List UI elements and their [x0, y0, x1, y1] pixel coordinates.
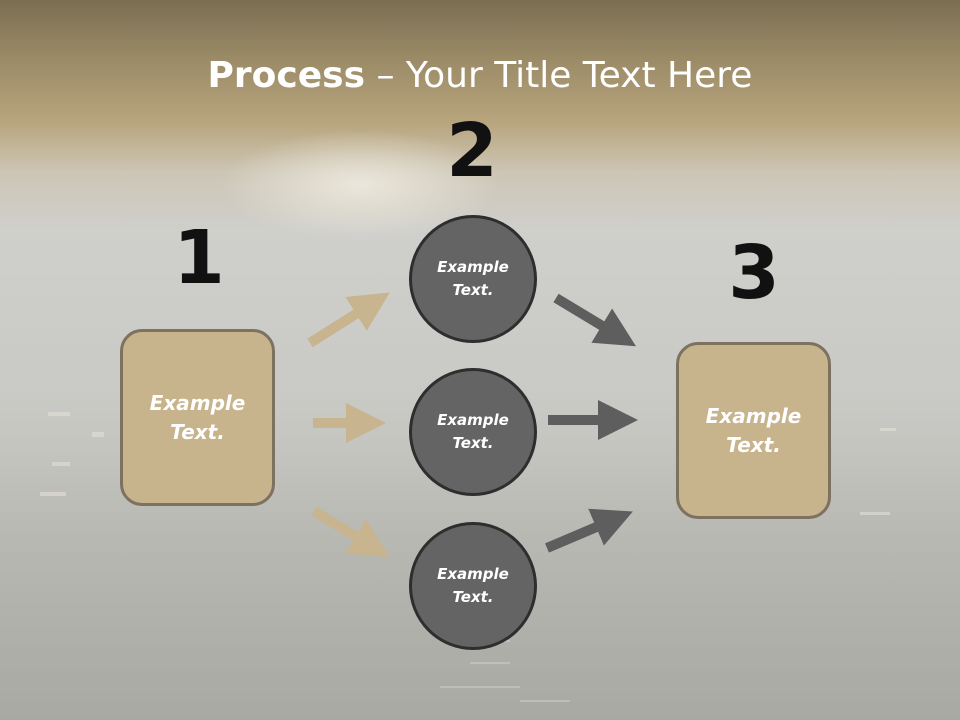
- arrow-to-circle-bottom: [311, 506, 390, 558]
- title-strong: Process: [207, 55, 366, 96]
- step-number-2: 2: [446, 108, 498, 194]
- step-2-circle-middle: Example Text.: [409, 368, 537, 496]
- step-number-1: 1: [173, 215, 225, 301]
- step-3-text: Example Text.: [705, 403, 802, 457]
- step-2-text-middle: Example Text.: [437, 411, 509, 452]
- arrow-from-circle-bottom: [545, 508, 633, 553]
- step-2-circle-bottom: Example Text.: [409, 522, 537, 650]
- arrow-from-circle-top: [553, 293, 636, 347]
- arrow-to-circle-top: [307, 292, 390, 348]
- step-1-text: Example Text.: [149, 390, 246, 444]
- step-2-text-bottom: Example Text.: [437, 565, 509, 606]
- title-rest: – Your Title Text Here: [365, 55, 753, 96]
- slide-title: Process – Your Title Text Here: [0, 54, 960, 98]
- step-3-box: Example Text.: [676, 342, 831, 519]
- step-2-text-top: Example Text.: [437, 258, 509, 299]
- step-number-3: 3: [728, 230, 780, 316]
- step-1-box: Example Text.: [120, 329, 275, 506]
- step-2-circle-top: Example Text.: [409, 215, 537, 343]
